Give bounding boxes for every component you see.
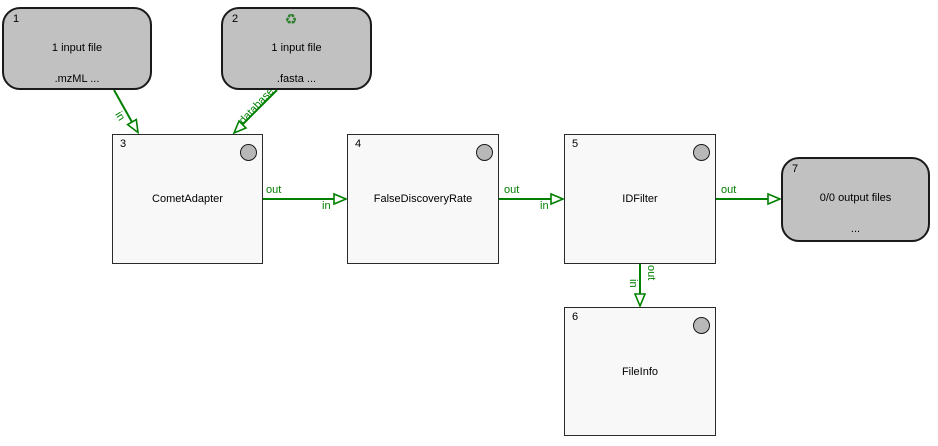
edge-input1-to-cometadapter[interactable]	[113, 89, 140, 135]
input-filetype-label: .fasta ...	[276, 73, 317, 85]
output-count-label: 0/0 output files	[819, 192, 892, 204]
edge-label-in: in	[322, 200, 331, 212]
edge-label-in: in	[627, 279, 639, 288]
status-circle-icon	[240, 144, 257, 161]
edge-idfilter-to-fileinfo[interactable]	[633, 264, 647, 309]
node-number: 2	[232, 13, 239, 25]
tool-node-idfilter[interactable]: 5 IDFilter	[564, 134, 716, 264]
tool-node-fileinfo[interactable]: 6 FileInfo	[564, 307, 716, 436]
recycle-icon: ♻	[284, 11, 298, 27]
node-number: 1	[13, 13, 20, 25]
node-number: 4	[355, 138, 362, 150]
tool-node-falsediscoveryrate[interactable]: 4 FalseDiscoveryRate	[347, 134, 499, 264]
edge-label-out: out	[266, 184, 282, 196]
node-number: 6	[572, 311, 579, 323]
edge-label-in: in	[540, 200, 549, 212]
status-circle-icon	[693, 317, 710, 334]
tool-node-cometadapter[interactable]: 3 CometAdapter	[112, 134, 263, 264]
node-number: 3	[120, 138, 127, 150]
tool-name-label: FileInfo	[621, 365, 659, 378]
edge-falsediscoveryrate-to-idfilter[interactable]	[499, 192, 566, 206]
input-filetype-label: .mzML ...	[54, 73, 100, 85]
edge-input2-to-cometadapter[interactable]	[232, 89, 278, 135]
status-circle-icon	[693, 144, 710, 161]
output-files-node[interactable]: 7 0/0 output files ...	[781, 157, 930, 242]
output-ellipsis-label: ...	[850, 223, 861, 235]
input-file-node-2[interactable]: 2 ♻ 1 input file .fasta ...	[221, 7, 372, 90]
tool-name-label: IDFilter	[622, 193, 658, 205]
input-count-label: 1 input file	[51, 42, 103, 54]
edge-label-out: out	[504, 184, 520, 196]
tool-name-label: FalseDiscoveryRate	[373, 193, 473, 205]
status-circle-icon	[476, 144, 493, 161]
edge-label-out: out	[645, 265, 657, 281]
edge-idfilter-to-output[interactable]	[716, 192, 783, 206]
input-count-label: 1 input file	[271, 42, 322, 54]
tool-name-label: CometAdapter	[152, 193, 223, 205]
input-file-node-1[interactable]: 1 1 input file .mzML ...	[2, 7, 152, 90]
node-number: 7	[792, 163, 799, 175]
node-number: 5	[572, 138, 579, 150]
edge-label-out: out	[721, 184, 737, 196]
edge-cometadapter-to-falsediscoveryrate[interactable]	[263, 192, 349, 206]
